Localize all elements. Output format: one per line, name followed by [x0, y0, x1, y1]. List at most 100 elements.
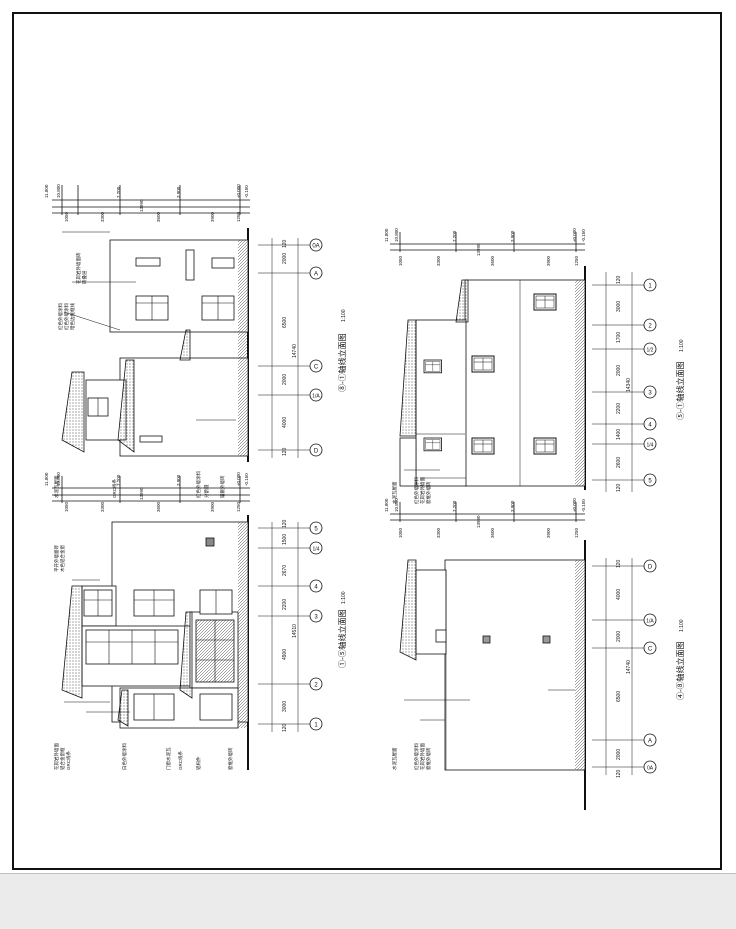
dim-text: 3000 [282, 701, 288, 712]
level-dim-text: 3900 [210, 501, 215, 512]
dim-text: 2000 [282, 374, 288, 385]
grid-bubble-label: C [648, 647, 653, 653]
level-dim-text: 3300 [436, 255, 441, 266]
level-text: 10.800 [394, 228, 399, 242]
note-text: 铝构件 [195, 756, 202, 770]
dim-text: 3000 [616, 301, 622, 312]
grid-bubble-label: 5 [648, 479, 652, 485]
level-text: 3.900 [176, 474, 181, 486]
dim-text: 2670 [282, 565, 288, 576]
grid-bubble-label: A [648, 739, 652, 745]
grid-bubble-label: 1/A [312, 394, 320, 400]
grid-bubble-label: 3 [648, 391, 652, 397]
level-text: -0.150 [581, 499, 586, 512]
note-text: 窗框外墙砖 [227, 747, 234, 770]
drawing-title: ⑤-①轴线立面图 [675, 361, 685, 420]
level-dim-text: 1250 [236, 501, 241, 512]
level-dim-text: 3900 [210, 211, 215, 222]
sheet-border [12, 12, 722, 870]
grid-bubble-label: D [314, 449, 319, 455]
grid-bubble-label: 1 [648, 284, 652, 290]
level-dim-text: 3900 [546, 255, 551, 266]
note-text: GRC线条 [65, 751, 71, 770]
level-dim-text: 3300 [436, 527, 441, 538]
grid-bubble-label: A [314, 272, 318, 278]
drawing-scale: 1:100 [341, 309, 347, 322]
note-text: 平开外墙面砖 [53, 545, 60, 572]
dims-a-d: 120 4000 2000 6500 2000 120 14740 ④-⑧轴线立… [384, 498, 685, 778]
dim-text: 1400 [616, 429, 622, 440]
grid-bubble-label: 1/A [646, 619, 654, 625]
dim-total: 14740 [292, 344, 298, 358]
dim-text: 4000 [616, 589, 622, 600]
note-text: 水泥瓦屋面 [391, 747, 398, 770]
elevation-5-1 [390, 232, 656, 492]
grid-bubbles-d-e: 0A A C 1/A D [309, 238, 323, 457]
note-text: 窗框外墙砖 [425, 481, 432, 504]
dim-text: 4900 [282, 649, 288, 660]
drawing-title: ①-⑤轴线立面图 [337, 609, 347, 668]
level-dim-text: 3300 [100, 501, 105, 512]
dim-text: 120 [282, 447, 288, 456]
note-text: 红色外墙涂料 [413, 743, 420, 770]
level-text: -0.150 [244, 185, 249, 198]
dims-5-1: 120 2600 1400 2200 2000 1700 3000 120 14… [384, 228, 685, 504]
level-text: -0.150 [581, 229, 586, 242]
grid-bubble-label: 4 [648, 423, 652, 429]
dim-text: 120 [616, 275, 622, 284]
dim-text: 120 [282, 723, 288, 732]
note-text: 白色外墙涂料 [121, 743, 128, 770]
dim-text: 2000 [282, 253, 288, 264]
grid-bubble-label: D [648, 565, 653, 571]
level-dim-text: 3900 [546, 527, 551, 538]
grid-bubble-label: 1/4 [313, 547, 320, 553]
note-text: 水泥瓦屋面 [391, 481, 398, 504]
level-text: 3.900 [176, 186, 181, 198]
note-text: 铝合金窗框 [59, 747, 66, 770]
level-text: ±0.000 [572, 228, 577, 242]
level-text: 7.200 [116, 186, 121, 198]
grid-bubble-label: 1 [314, 723, 318, 729]
grid-bubble-label: 0A [647, 766, 654, 772]
note-text: 红色外墙涂料 [413, 477, 420, 504]
grid-bubbles-a-d: D 1/A C A 0A [643, 559, 657, 774]
note-text: 门窗水泥瓦 [165, 747, 172, 770]
level-dim-text: 1250 [236, 211, 241, 222]
dim-text: 1500 [282, 534, 288, 545]
note-text: GRC线条 [177, 751, 183, 770]
dim-total: 14740 [626, 660, 632, 674]
note-text: 红色外墙涂料 [57, 303, 64, 330]
dim-text: 120 [282, 519, 288, 528]
note-text: 红色外墙涂料 [63, 303, 70, 330]
note-text: 分割缝 [203, 484, 210, 498]
level-dim-text: 1050 [64, 501, 69, 512]
drawing-title: ④-⑧轴线立面图 [675, 641, 685, 700]
dim-text: 2200 [616, 403, 622, 414]
drawing-scale: 1:100 [679, 339, 685, 352]
note-text: 窗框外墙砖 [425, 747, 432, 770]
level-text: 11.800 [44, 472, 49, 486]
note-text: 红色外墙涂料 [195, 471, 202, 498]
level-text: ±0.000 [236, 184, 241, 198]
level-text: ±0.000 [236, 472, 241, 486]
level-dim-text: 3600 [490, 255, 495, 266]
note-text: 花岗岩外墙面 [419, 743, 426, 770]
level-dim-total: 13990 [476, 243, 481, 256]
level-dim-text: 1050 [64, 211, 69, 222]
dim-text: 2000 [616, 631, 622, 642]
level-dim-total: 13990 [139, 487, 144, 500]
level-dim-total: 13990 [476, 515, 481, 528]
level-dim-text: 1050 [398, 527, 403, 538]
grid-bubble-label: 0A [312, 244, 319, 250]
grid-bubbles-5-1: 1 2 1/2 3 4 1/4 5 [643, 278, 657, 487]
drawing-scale: 1:100 [679, 619, 685, 632]
elevation-a-d [390, 502, 656, 810]
level-text: 10.800 [56, 472, 61, 486]
level-text: 7.200 [116, 474, 121, 486]
grid-bubble-label: 2 [648, 324, 652, 330]
level-dim-total: 13990 [139, 199, 144, 212]
grid-bubble-label: 3 [314, 615, 318, 621]
dim-text: 1700 [616, 332, 622, 343]
note-text: 水泥瓦屋面 [53, 475, 60, 498]
